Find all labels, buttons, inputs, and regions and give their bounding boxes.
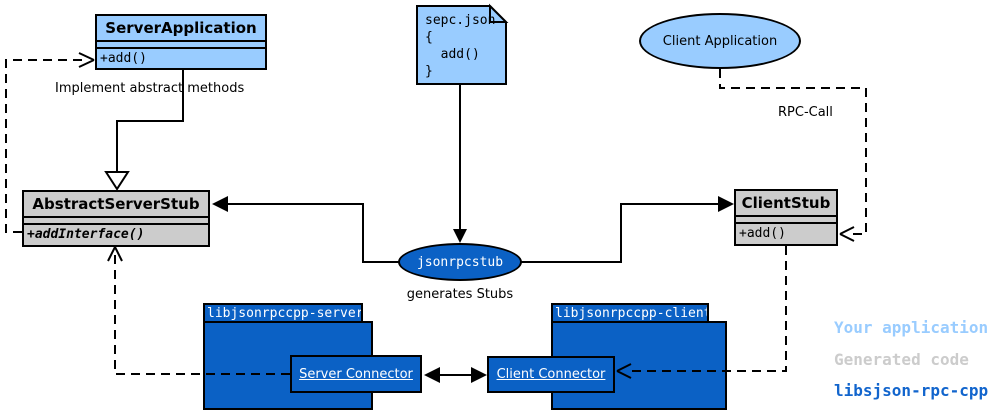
server-application-class: ServerApplication +add()	[95, 14, 267, 70]
note-line: }	[425, 64, 433, 79]
open-arrowhead-icon	[78, 52, 95, 68]
spec-note: sepc.json { add()}	[425, 12, 495, 80]
jsonrpcstub-label: jsonrpcstub	[416, 254, 504, 270]
note-line: sepc.json	[425, 13, 496, 28]
server-package-tab: libjsonrpccpp-server	[203, 303, 363, 323]
client-application-label: Client Application	[662, 33, 778, 49]
open-arrowhead-icon	[839, 226, 855, 242]
class-method: +add()	[739, 226, 786, 241]
client-package-tab: libjsonrpccpp-client	[551, 303, 709, 323]
stub-to-clientstub-line	[518, 203, 718, 263]
client-stub-class: ClientStub +add()	[734, 189, 838, 246]
abstract-server-stub-class: AbstractServerStub +addInterface()	[22, 190, 210, 247]
legend-your-application: Your application	[834, 318, 989, 337]
class-attributes-section	[97, 42, 265, 49]
filled-arrowhead-icon	[212, 196, 228, 212]
class-title: ClientStub	[736, 191, 836, 217]
class-attributes-section	[24, 218, 208, 225]
client-connector-label: Client Connector	[496, 367, 606, 382]
legend-libjson-rpc-cpp: libsjson-rpc-cpp	[834, 381, 989, 400]
jsonrpcstub-ellipse: jsonrpcstub	[398, 243, 522, 281]
class-method: +addInterface()	[27, 227, 145, 242]
class-title: ServerApplication	[97, 16, 265, 42]
note-line: {	[425, 30, 433, 45]
note-line: add()	[425, 47, 480, 62]
stub-to-serverstub-line	[228, 203, 404, 263]
class-title: AbstractServerStub	[24, 192, 208, 218]
implement-abstract-methods-label: Implement abstract methods	[55, 81, 245, 96]
client-connector-box: Client Connector	[487, 356, 615, 393]
filled-arrowhead-icon	[471, 367, 487, 383]
generates-stubs-label: generates Stubs	[406, 287, 514, 302]
class-method: +add()	[100, 51, 147, 66]
rpc-call-label: RPC-Call	[778, 105, 833, 120]
server-connector-box: Server Connector	[290, 355, 422, 393]
legend-generated-code: Generated code	[834, 350, 969, 369]
filled-arrowhead-icon	[453, 229, 467, 243]
open-arrowhead-icon	[107, 246, 123, 262]
client-application-ellipse: Client Application	[639, 13, 801, 69]
server-connector-label: Server Connector	[299, 366, 413, 382]
class-attributes-section	[736, 217, 836, 224]
filled-arrowhead-icon	[718, 196, 734, 212]
inheritance-triangle-icon	[104, 171, 130, 191]
filled-arrowhead-icon	[424, 367, 440, 383]
